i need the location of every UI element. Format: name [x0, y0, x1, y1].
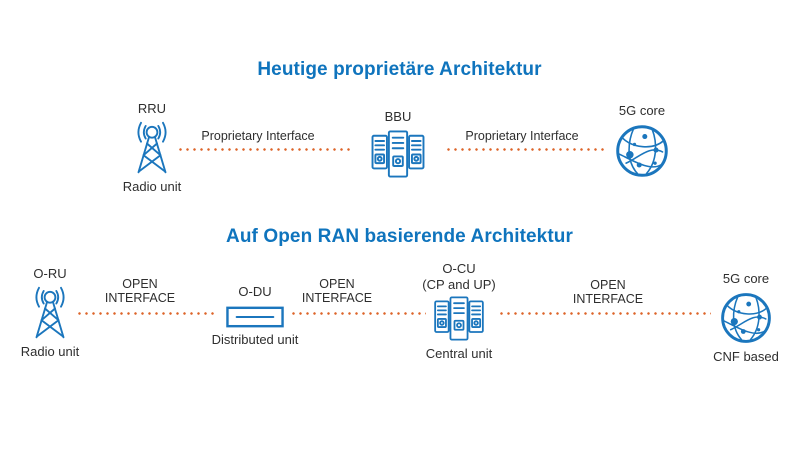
interface-text-line2: INTERFACE [301, 291, 373, 305]
rru-sublabel: Radio unit [122, 179, 182, 194]
5g-core-node: 5G core [606, 103, 678, 179]
interface-text-line2: INTERFACE [572, 292, 644, 306]
server-rack-icon [434, 296, 484, 341]
ocu-node: O-CU (CP and UP) Central unit [420, 261, 498, 361]
proprietary-interface-label-1: Proprietary Interface [168, 129, 348, 143]
proprietary-architecture-title: Heutige proprietäre Architektur [257, 59, 542, 80]
open-interface-label-3: OPEN INTERFACE [561, 278, 655, 306]
open-interface-label-2: OPEN INTERFACE [290, 277, 384, 305]
dotted-interface-line [498, 312, 711, 315]
dotted-interface-line [290, 312, 426, 315]
rru-label: RRU [137, 101, 167, 116]
interface-text-line1: OPEN [122, 277, 158, 291]
openran-architecture-title: Auf Open RAN basierende Architektur [226, 226, 573, 247]
interface-text: Proprietary Interface [465, 129, 579, 143]
dotted-interface-line [445, 148, 608, 151]
odu-label: O-DU [238, 284, 272, 299]
5g-core-cnf-node: 5G core CNF based [705, 271, 787, 364]
oru-node: O-RU Radio unit [7, 266, 93, 359]
ocu-label: O-CU [442, 261, 476, 276]
cnf-based-sublabel: CNF based [713, 349, 779, 364]
open-interface-label-1: OPEN INTERFACE [93, 277, 187, 305]
ocu-sublabel-cp-up: (CP and UP) [422, 277, 496, 292]
odu-sublabel: Distributed unit [211, 332, 299, 347]
bbu-node: BBU [361, 109, 435, 179]
interface-text-line1: OPEN [590, 278, 626, 292]
server-rack-icon [371, 130, 425, 178]
interface-text: Proprietary Interface [201, 129, 315, 143]
globe-network-icon [721, 293, 771, 343]
bbu-label: BBU [384, 109, 412, 124]
oru-label: O-RU [33, 266, 67, 281]
dotted-interface-line [177, 148, 354, 151]
5g-core-label: 5G core [722, 271, 770, 286]
odu-node: O-DU Distributed unit [209, 284, 301, 347]
ocu-sublabel: Central unit [425, 346, 493, 361]
5g-core-label: 5G core [618, 103, 666, 118]
proprietary-interface-label-2: Proprietary Interface [432, 129, 612, 143]
interface-text-line2: INTERFACE [104, 291, 176, 305]
dotted-interface-line [76, 312, 214, 315]
rru-node: RRU Radio unit [107, 101, 197, 194]
interface-text-line1: OPEN [319, 277, 355, 291]
globe-network-icon [616, 125, 668, 177]
oru-sublabel: Radio unit [20, 344, 80, 359]
radio-tower-icon [35, 286, 65, 339]
distributed-unit-icon [226, 306, 284, 328]
